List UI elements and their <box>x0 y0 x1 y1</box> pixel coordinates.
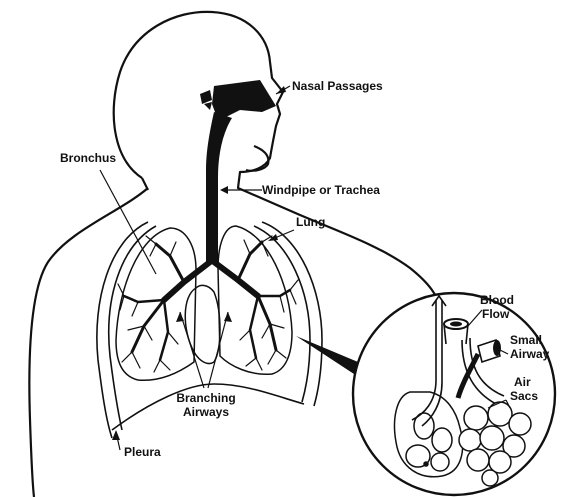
label-air-sacs-line1: Air <box>514 375 531 389</box>
label-small-airway-line2: Airway <box>510 347 550 361</box>
left-lung <box>116 228 196 380</box>
bronchiole-2 <box>122 326 152 368</box>
label-lung: Lung <box>296 215 325 229</box>
arrow-branching-1 <box>176 312 184 322</box>
alveolus-3 <box>509 413 531 435</box>
leader-branching-2 <box>208 312 228 388</box>
head-and-shoulders-outline <box>114 12 442 312</box>
alveolus-1 <box>464 406 488 430</box>
nasal-mark-left <box>200 90 212 104</box>
bronchus-left-up <box>156 244 184 282</box>
heart <box>185 285 220 363</box>
bronchiole-1 <box>146 236 176 256</box>
rib-left-inner <box>109 226 156 430</box>
bronchus-left-mid <box>124 296 164 302</box>
bronchus-left-down <box>132 300 164 352</box>
arrow-windpipe <box>220 186 228 194</box>
label-branching-airways-line2: Airways <box>183 405 229 419</box>
bronchus-right-down <box>258 296 276 350</box>
label-bronchus: Bronchus <box>60 151 116 165</box>
arrow-branching-2 <box>224 312 232 322</box>
arrow-pleura <box>112 430 120 440</box>
nasal-cavity <box>212 80 276 120</box>
rib-left-outer <box>97 222 148 438</box>
rib-right-outer <box>262 222 322 406</box>
nasal-passages <box>200 80 276 120</box>
leader-branching-1 <box>180 312 204 388</box>
label-pleura: Pleura <box>124 445 161 459</box>
sac-left-dot <box>424 462 428 466</box>
main-bronchus-left <box>164 262 210 300</box>
throat-passage <box>206 112 232 262</box>
vessel-ring-inner <box>450 322 462 327</box>
main-bronchus-right <box>214 262 258 296</box>
label-small-airway-line1: Small <box>510 333 542 347</box>
label-blood-flow-line1: Blood <box>480 293 514 307</box>
label-air-sacs-line2: Sacs <box>510 389 538 403</box>
label-blood-flow-line2: Flow <box>482 307 510 321</box>
bronchus-left-low <box>160 300 168 360</box>
arrow-nasal <box>276 86 286 94</box>
label-branching-airways-line1: Branching <box>176 391 235 405</box>
trachea <box>206 112 232 262</box>
airway-tube-opening <box>493 340 501 356</box>
magnify-connector <box>296 336 358 374</box>
rib-right-inner <box>254 226 310 402</box>
alveolus-4 <box>459 429 481 451</box>
label-windpipe: Windpipe or Trachea <box>262 183 380 197</box>
chin-outline <box>246 146 268 171</box>
bronchus-right-up <box>238 242 262 280</box>
arrowheads <box>112 86 286 440</box>
bronchus-right-low <box>250 296 258 358</box>
neck-left-outline <box>142 178 148 190</box>
label-nasal-passages: Nasal Passages <box>292 79 383 93</box>
alveolus-5 <box>480 426 504 450</box>
alveolus-7 <box>467 449 489 471</box>
nasal-mark-small <box>204 102 212 110</box>
connector-wedge <box>296 336 358 374</box>
alveolus-9 <box>482 470 498 486</box>
